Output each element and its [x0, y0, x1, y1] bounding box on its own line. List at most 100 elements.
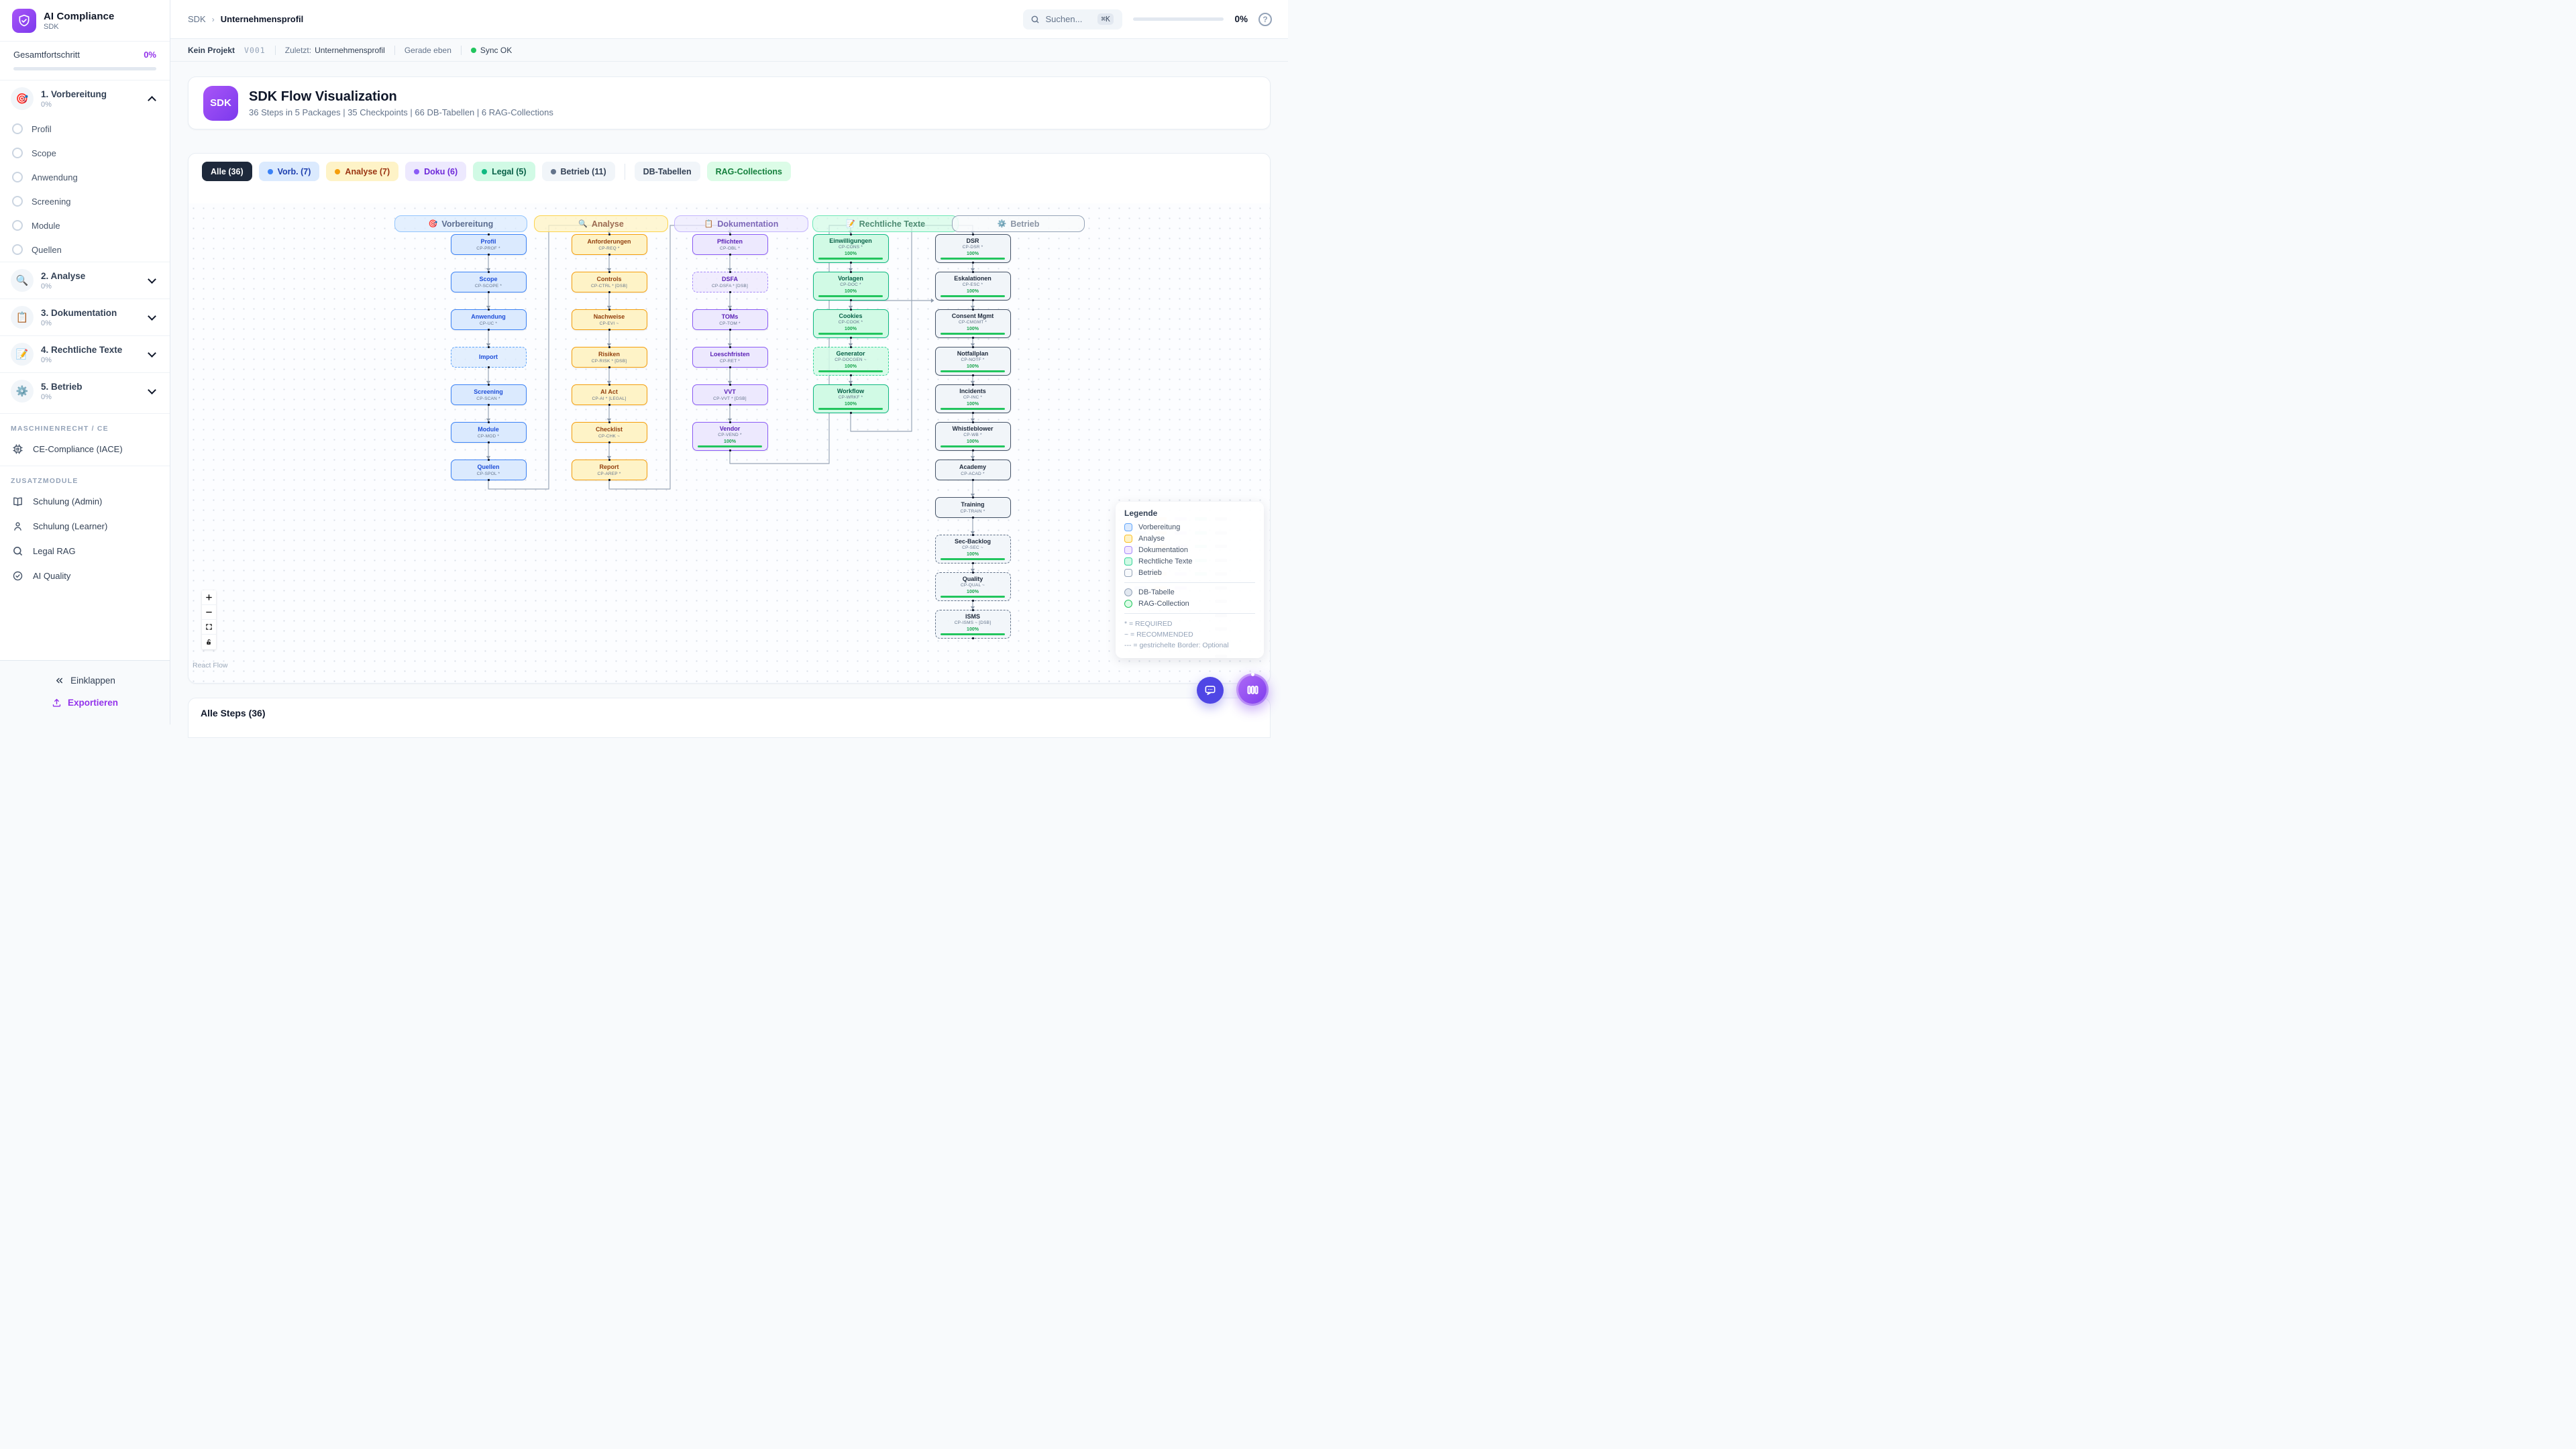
search-box[interactable]: ⌘K	[1023, 9, 1123, 30]
lock-button[interactable]	[202, 635, 216, 649]
sidebar-item-quellen[interactable]: Quellen	[0, 237, 170, 262]
node-title: Risiken	[598, 351, 620, 358]
phase-emoji-icon: 🎯	[11, 87, 34, 110]
node-title: Loeschfristen	[710, 351, 750, 358]
phase-progress: 0%	[41, 392, 52, 401]
chip-dot	[414, 168, 420, 174]
sidebar-phase-2[interactable]: 🔍 2. Analyse 0%	[0, 262, 170, 299]
filter-chip-all[interactable]: Alle (36)	[202, 162, 252, 181]
sidebar-item-scope[interactable]: Scope	[0, 141, 170, 165]
zoom-in-button[interactable]	[202, 590, 216, 605]
node-progress-bar	[818, 332, 883, 335]
flow-group-header-betrieb[interactable]: ⚙️ Betrieb	[952, 215, 1085, 232]
sidebar-item-schulung-admin-[interactable]: Schulung (Admin)	[0, 489, 170, 514]
legend-swatch	[1124, 535, 1132, 543]
step-label: Scope	[32, 148, 56, 158]
search-input[interactable]	[1045, 14, 1093, 24]
filter-chip-db[interactable]: DB-Tabellen	[634, 162, 700, 181]
flow-group-header-analyse[interactable]: 🔍 Analyse	[534, 215, 668, 232]
flow-group-header-legal[interactable]: 📝 Rechtliche Texte	[812, 215, 959, 232]
filter-chip-vorb[interactable]: Vorb. (7)	[258, 162, 320, 181]
sidebar-phase-3[interactable]: 📋 3. Dokumentation 0%	[0, 299, 170, 335]
phase-emoji-icon: 📝	[11, 343, 34, 366]
node-code: CP-ESC *	[962, 282, 983, 288]
sidebar-item-ce-compliance[interactable]: CE-Compliance (IACE)	[0, 437, 170, 462]
filter-chip-rag[interactable]: RAG-Collections	[706, 162, 791, 181]
filter-chip-betrieb[interactable]: Betrieb (11)	[541, 162, 615, 181]
sidebar-item-module[interactable]: Module	[0, 213, 170, 237]
flow-node-import[interactable]: Import	[450, 346, 527, 368]
sidebar-item-schulung-learner-[interactable]: Schulung (Learner)	[0, 514, 170, 539]
node-title: Vorlagen	[838, 274, 863, 282]
node-title: Notfallplan	[957, 350, 989, 357]
columns-fab-button[interactable]	[1236, 673, 1269, 706]
sidebar-item-ai-quality[interactable]: AI Quality	[0, 564, 170, 588]
node-progress-value: 100%	[967, 627, 979, 632]
legend-note: ~ = RECOMMENDED	[1124, 630, 1193, 639]
flow-group-header-vorb[interactable]: 🎯 Vorbereitung	[394, 215, 527, 232]
zoom-out-button[interactable]	[202, 605, 216, 620]
sdk-badge: SDK	[203, 85, 238, 121]
sidebar-item-label: Schulung (Learner)	[33, 521, 108, 531]
sidebar-phase-4[interactable]: 📝 4. Rechtliche Texte 0%	[0, 335, 170, 372]
node-title: VVT	[724, 388, 736, 396]
filter-chip-doku[interactable]: Doku (6)	[405, 162, 467, 181]
overall-progress-value: 0%	[144, 50, 156, 60]
phase-emoji-icon: 📋	[11, 306, 34, 329]
sidebar-item-profil[interactable]: Profil	[0, 117, 170, 141]
search-icon	[12, 545, 23, 557]
collapse-sidebar-button[interactable]: Einklappen	[0, 669, 170, 692]
sidebar-phase-5[interactable]: ⚙️ 5. Betrieb 0%	[0, 372, 170, 409]
sidebar-item-legal-rag[interactable]: Legal RAG	[0, 539, 170, 564]
filter-chip-legal[interactable]: Legal (5)	[473, 162, 535, 181]
help-icon[interactable]: ?	[1258, 12, 1272, 26]
flow-group-header-doku[interactable]: 📋 Dokumentation	[674, 215, 808, 232]
group-emoji-icon: 🔍	[578, 220, 588, 228]
step-status-circle	[12, 172, 23, 182]
sidebar-item-screening[interactable]: Screening	[0, 189, 170, 213]
filter-chip-analyse[interactable]: Analyse (7)	[326, 162, 399, 181]
export-button[interactable]: Exportieren	[0, 692, 170, 714]
chat-fab-button[interactable]	[1197, 677, 1224, 704]
fit-view-button[interactable]	[202, 620, 216, 635]
sidebar-phase-1[interactable]: 🎯 1. Vorbereitung 0%	[0, 80, 170, 117]
sidebar-item-anwendung[interactable]: Anwendung	[0, 165, 170, 189]
breadcrumb-root[interactable]: SDK	[188, 14, 206, 24]
